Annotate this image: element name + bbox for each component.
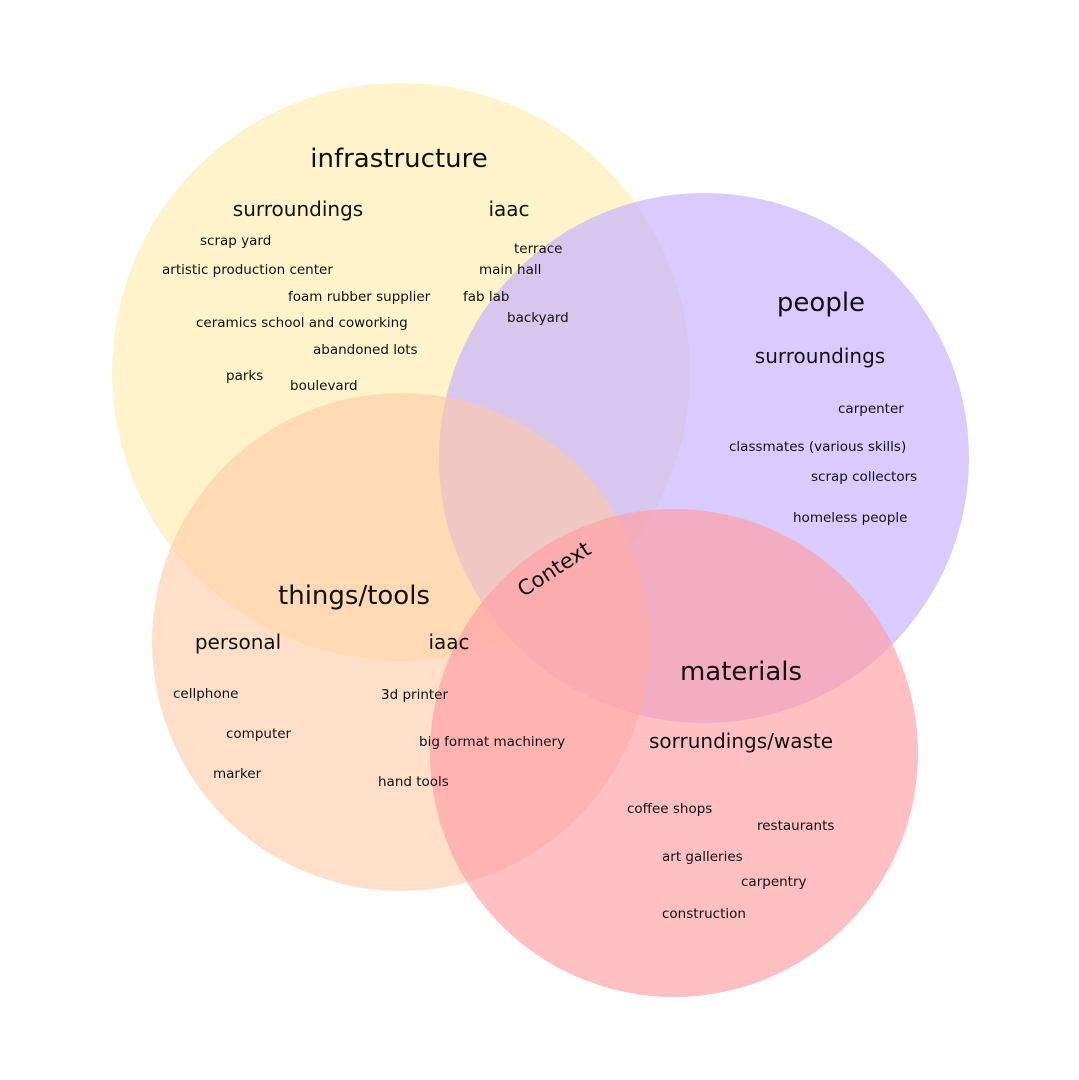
materials-title: materials — [680, 657, 802, 687]
infrastructure-surroundings-item: abandoned lots — [313, 342, 418, 358]
materials-waste-item: restaurants — [757, 818, 834, 834]
infrastructure-surroundings-item: artistic production center — [162, 262, 333, 278]
materials-waste-item: carpentry — [741, 874, 807, 890]
infrastructure-surroundings-item: parks — [226, 368, 263, 384]
people-surroundings-item: carpenter — [838, 401, 904, 417]
materials-waste-item: coffee shops — [627, 801, 712, 817]
materials-circle — [430, 509, 918, 997]
infrastructure-iaac-heading: iaac — [488, 197, 529, 221]
things-tools-personal-item: marker — [213, 766, 262, 782]
materials-waste-item: art galleries — [662, 849, 743, 865]
infrastructure-surroundings-item: boulevard — [290, 378, 358, 394]
infrastructure-iaac-item: terrace — [514, 241, 562, 257]
things-tools-title: things/tools — [278, 581, 430, 611]
people-surroundings-item: classmates (various skills) — [729, 439, 906, 455]
infrastructure-iaac-item: main hall — [479, 262, 541, 278]
people-surroundings-item: scrap collectors — [811, 469, 917, 485]
infrastructure-title: infrastructure — [310, 144, 487, 174]
infrastructure-surroundings-item: ceramics school and coworking — [196, 315, 408, 331]
people-title: people — [777, 288, 865, 318]
things-tools-iaac-item: big format machinery — [419, 734, 565, 750]
materials-waste-item: construction — [662, 906, 746, 922]
things-tools-personal-heading: personal — [195, 630, 281, 654]
people-surroundings-heading: surroundings — [755, 344, 885, 368]
infrastructure-surroundings-item: scrap yard — [200, 233, 271, 249]
infrastructure-surroundings-heading: surroundings — [233, 197, 363, 221]
things-tools-personal-item: computer — [226, 726, 292, 742]
things-tools-iaac-item: hand tools — [378, 774, 449, 790]
things-tools-personal-item: cellphone — [173, 686, 238, 702]
infrastructure-iaac-item: fab lab — [463, 289, 509, 305]
infrastructure-surroundings-item: foam rubber supplier — [288, 289, 431, 305]
infrastructure-iaac-item: backyard — [507, 310, 569, 326]
people-surroundings-item: homeless people — [793, 510, 907, 526]
materials-waste-heading: sorrundings/waste — [649, 729, 833, 753]
things-tools-iaac-heading: iaac — [428, 630, 469, 654]
things-tools-iaac-item: 3d printer — [381, 687, 448, 703]
